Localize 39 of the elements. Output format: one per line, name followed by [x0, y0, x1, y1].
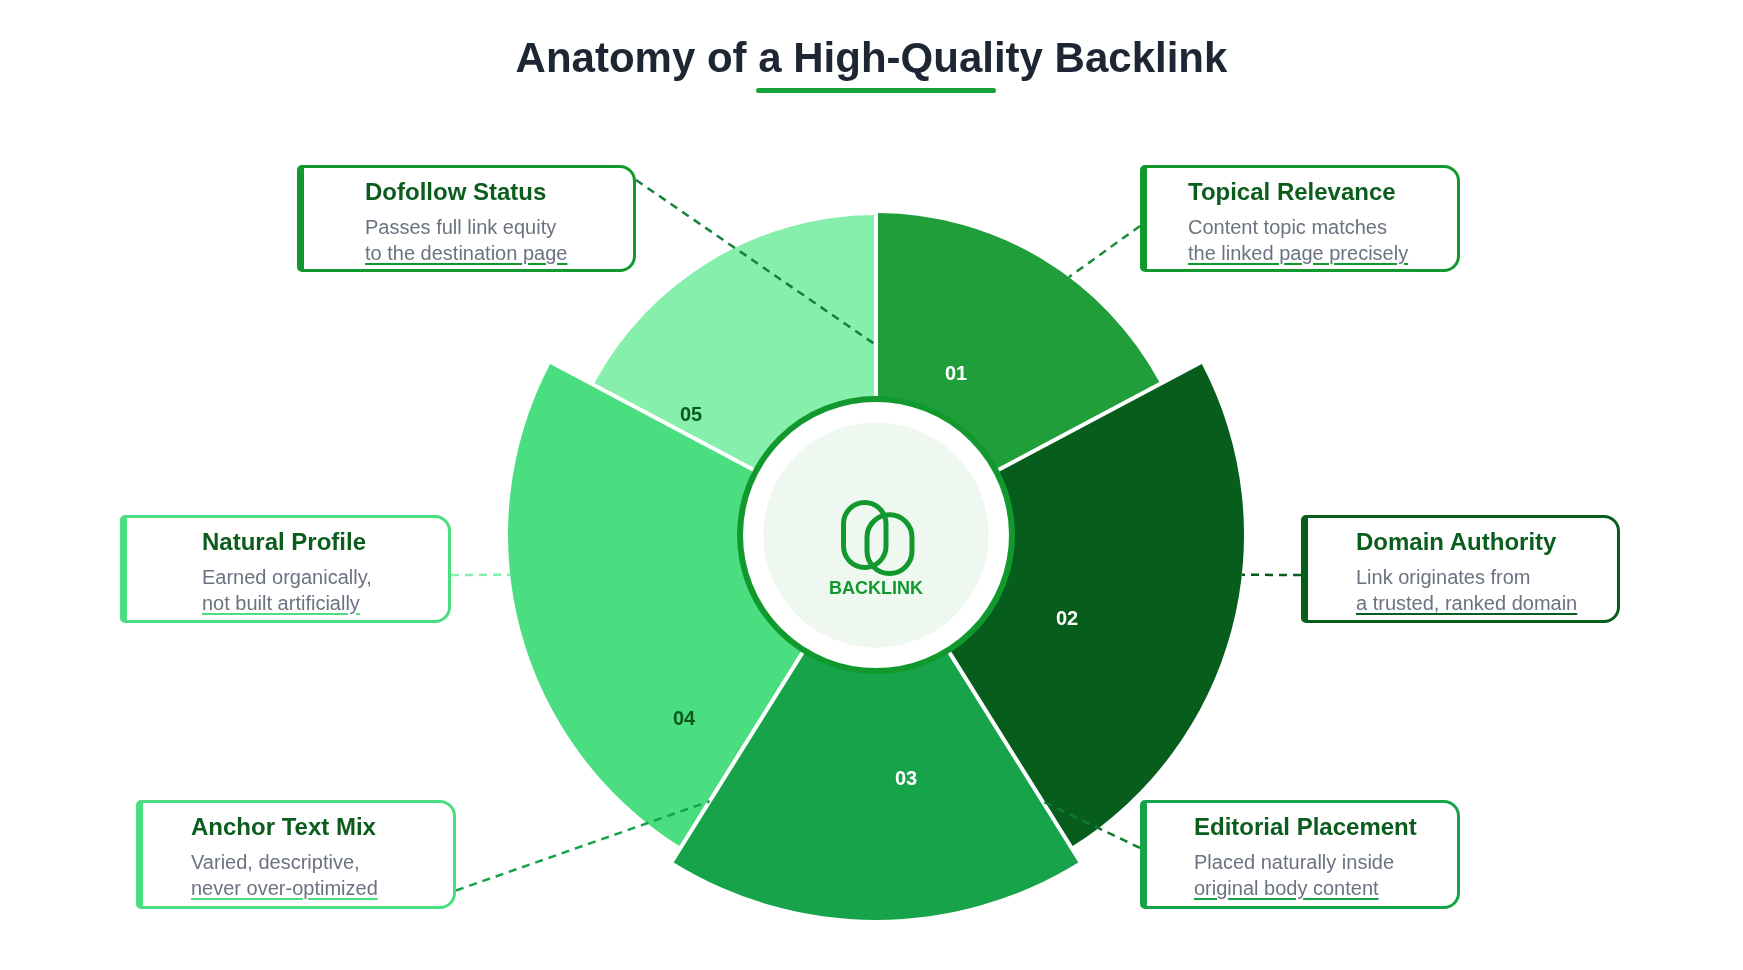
page-title: Anatomy of a High-Quality Backlink [515, 33, 1228, 83]
segment-number: 01 [944, 361, 968, 385]
underlined-text: not built artificially [202, 591, 360, 616]
underlined-text: original body content [1194, 876, 1379, 901]
card-title: Domain Authority [1356, 527, 1557, 556]
segment-number: 04 [672, 706, 696, 730]
card-title: Editorial Placement [1194, 812, 1417, 841]
card-description: Passes full link equity [365, 215, 557, 240]
card-description: Varied, descriptive, [191, 850, 360, 875]
leader-line [635, 178, 877, 347]
leader-line [451, 573, 511, 577]
info-card [120, 515, 451, 623]
underlined-text: to the destination page [365, 241, 568, 266]
underlined-text: the linked page precisely [1188, 241, 1409, 266]
donut-segment [877, 213, 1160, 471]
card-description: Earned organically, [202, 565, 372, 590]
info-card [1301, 515, 1620, 623]
card-title: Natural Profile [202, 527, 367, 556]
segment-number: 05 [679, 402, 703, 426]
card-title: Topical Relevance [1188, 177, 1396, 206]
segment-number: 02 [1055, 606, 1079, 630]
card-description: Content topic matches [1188, 215, 1387, 240]
leader-line [1241, 573, 1301, 577]
donut-segment [594, 215, 875, 471]
leader-line [455, 800, 711, 892]
center-label: BACKLINK [829, 577, 923, 599]
info-card [136, 800, 456, 909]
underlined-text: a trusted, ranked domain [1356, 591, 1578, 616]
card-description: Placed naturally inside [1194, 850, 1395, 875]
segment-number: 03 [894, 766, 918, 790]
card-description: Link originates from [1356, 565, 1531, 590]
info-card [1140, 800, 1460, 909]
card-title: Anchor Text Mix [191, 812, 376, 841]
leader-line [1041, 800, 1141, 850]
leader-line [1068, 224, 1141, 279]
info-card [297, 165, 636, 272]
underlined-text: never over-optimized [191, 876, 378, 901]
info-card [1140, 165, 1460, 272]
card-title: Dofollow Status [365, 177, 547, 206]
